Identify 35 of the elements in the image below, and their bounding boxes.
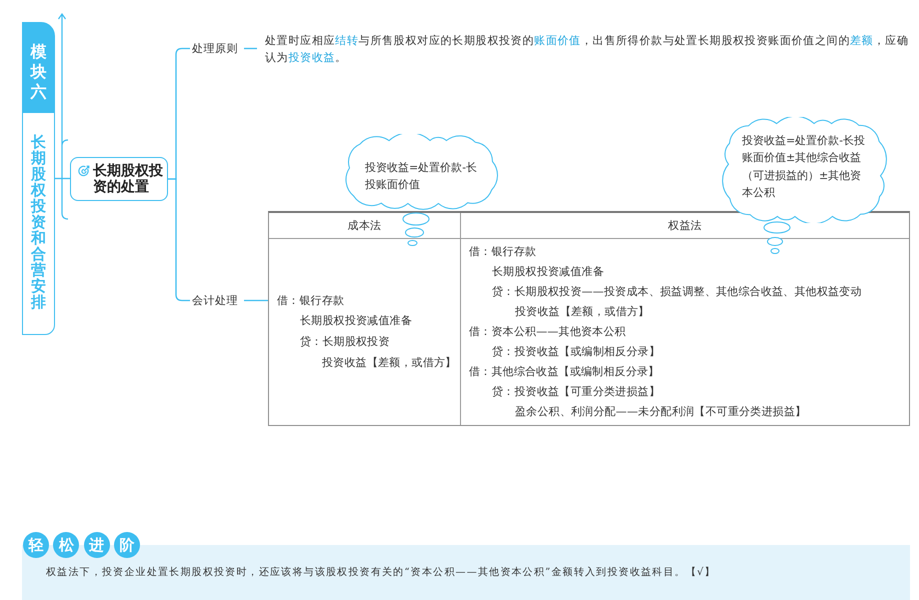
journal-entry: 投资收益【差额，或借方】 [322,354,456,371]
connector-line [244,300,268,302]
topic-box [70,157,168,201]
journal-entry: 长期股权投资减值准备 [492,264,604,280]
principle-text: 处置时应相应结转与所售股权对应的长期股权投资的账面价值，出售所得价款与处置长期股权投资账面价值之间的差额，应确认为投资收益。 [257,32,913,66]
topic-title: 长期股权投资的处置 [93,163,164,195]
journal-entry: 贷：长期股权投资 [300,334,390,350]
journal-entry: 借：其他综合收益【或编制相反分录】 [469,364,660,380]
cloud-text: 投资收益=处置价款-长投账面价值±其他综合收益（可进损益的）±其他资本公积 [742,133,866,201]
journal-entry: 贷：投资收益【可重分类进损益】 [492,384,660,400]
note-box [22,532,910,600]
module-title: 长期股权投资和合营安排 [30,132,47,310]
journal-entry: 借：银行存款 [469,244,536,260]
module-label: 模块六 [29,40,48,102]
journal-entry: 长期股权投资减值准备 [300,313,412,330]
journal-entry: 盈余公积、利润分配——未分配利润【不可重分类进损益】 [515,404,806,420]
journal-entry: 投资收益【差额，或借方】 [515,304,650,320]
journal-entry: 贷：投资收益【或编制相反分录】 [492,344,660,360]
thought-cloud [722,117,887,223]
column-header: 成本法 [269,213,461,239]
branch-label: 处理原则 [190,40,244,57]
module-tab [22,22,55,335]
thought-cloud [343,134,499,210]
journal-entry: 借：资本公积——其他资本公积 [469,324,626,340]
table [268,211,910,426]
connector-line [244,48,257,50]
journal-entry: 贷：长期股权投资——投资成本、损益调整、其他综合收益、其他权益变动 [492,284,862,300]
connector-line [168,178,190,302]
column-header: 权益法 [461,213,909,239]
cloud-text: 投资收益=处置价款-长投账面价值 [365,160,478,193]
journal-entry: 借：银行存款 [277,292,344,309]
section-heading: 轻松进阶 [23,532,144,558]
connector-line [55,178,70,180]
branch-label: 会计处理 [190,292,244,309]
note-text: 权益法下，投资企业处置长期股权投资时，还应该将与该股权投资有关的“资本公积——其他资本公积”金额转入到投资收益科目。【√】 [46,566,716,580]
